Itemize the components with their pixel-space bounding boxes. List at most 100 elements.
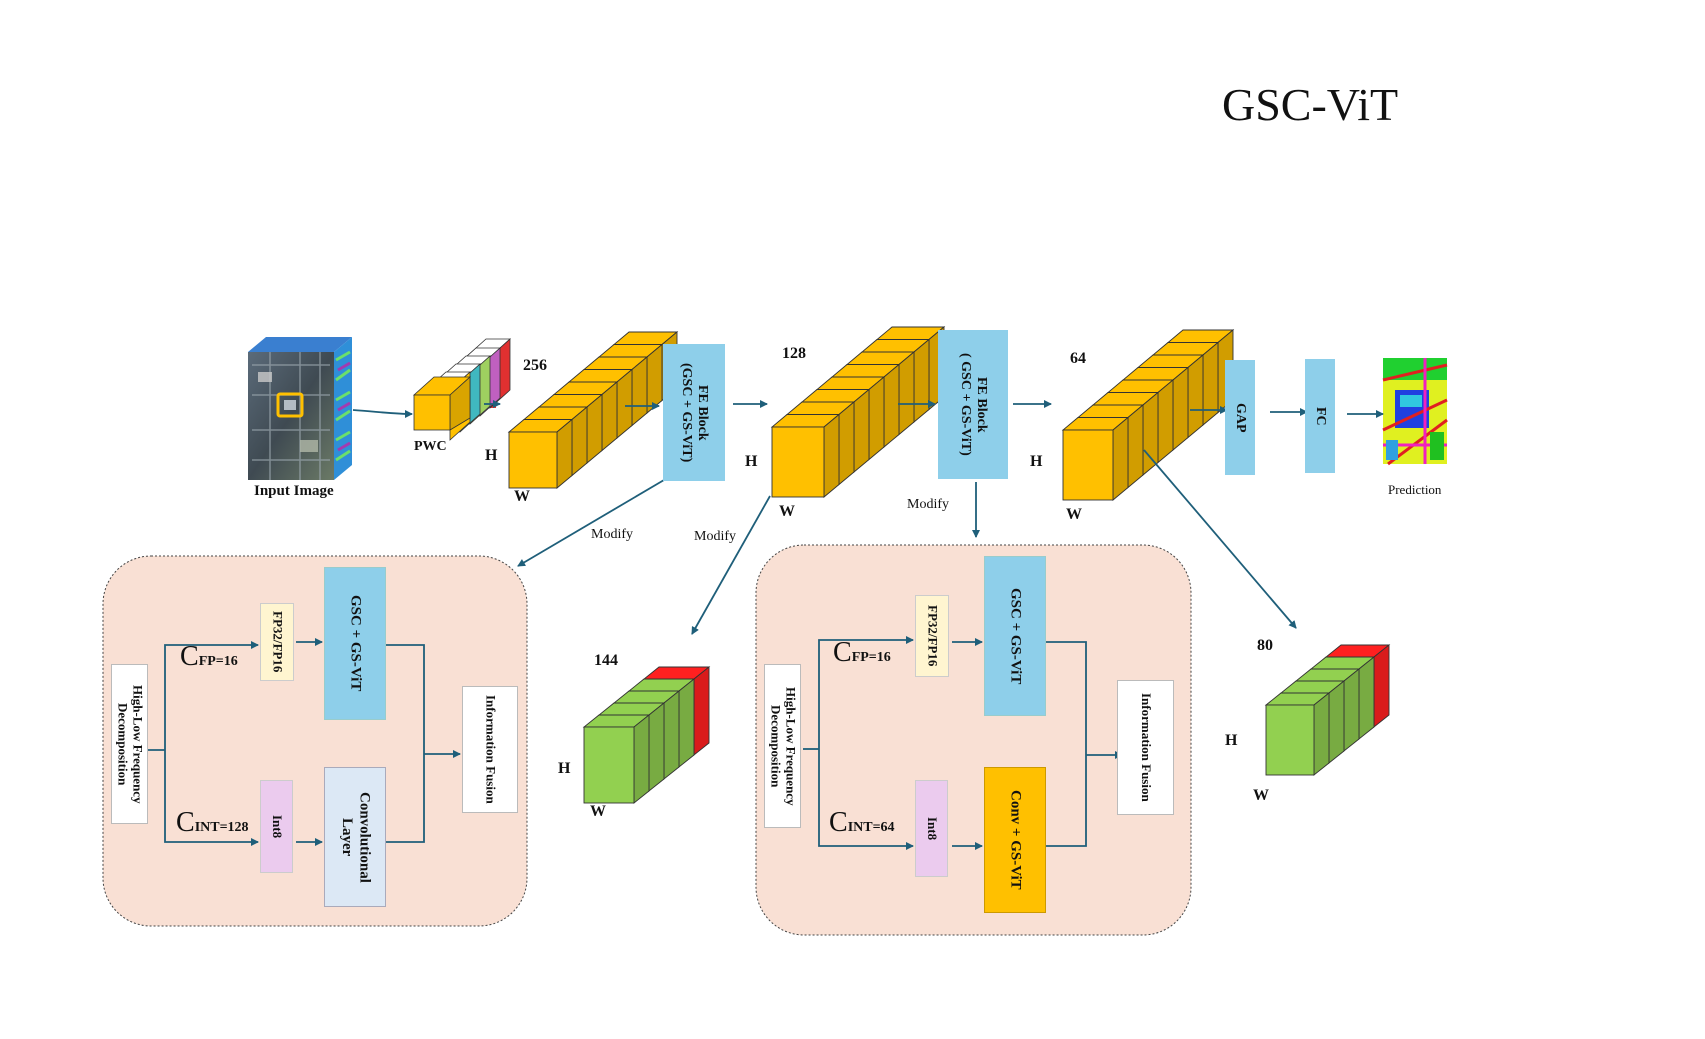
module-2-int-precision: Int8 <box>915 780 948 877</box>
quant-2-w: W <box>1253 787 1269 804</box>
cube-slice-side <box>1127 404 1144 489</box>
cube-slice-side <box>1313 692 1330 776</box>
cube-front-face <box>583 726 635 804</box>
cube-front-face <box>508 431 558 489</box>
stage-2-h: H <box>745 453 758 470</box>
patch-highlight <box>276 392 304 418</box>
gap-label: GAP <box>1233 402 1249 433</box>
stage-2-w: W <box>779 503 795 520</box>
fe-block-2-text: FE Block ( GSC + GS-ViT) <box>958 353 990 456</box>
module-1-upper-op: GSC + GS-ViT <box>324 567 386 720</box>
main-flow-arrows <box>352 400 1384 418</box>
module-2-fusion: Information Fusion <box>1117 680 1174 815</box>
stage-1-channels: 256 <box>523 357 547 374</box>
stage-1-h: H <box>485 447 498 464</box>
module-1-panel <box>102 555 528 927</box>
module-1-decomposition: High-Low Frequency Decomposition <box>111 664 148 824</box>
module-1-upper-op-text: GSC + GS-ViT <box>347 595 364 692</box>
module-2-decomposition-text: High-Low Frequency Decomposition <box>768 686 799 806</box>
input-image-label: Input Image <box>254 483 334 499</box>
module-1-decomposition-text: High-Low Frequency Decomposition <box>115 684 146 804</box>
cube-slice-side <box>1343 668 1360 752</box>
cube-slice-side <box>853 388 870 473</box>
quant-2-h: H <box>1225 732 1238 749</box>
gap-block: GAP <box>1225 360 1255 475</box>
module-1-int-precision: Int8 <box>260 780 293 873</box>
cube-slice-side <box>556 418 573 489</box>
cube-slice-side <box>633 714 650 804</box>
fe-block-1-text: FE Block (GSC + GS-ViT) <box>679 362 711 463</box>
module-1-connectors <box>148 638 461 846</box>
cube-slice-side <box>868 376 885 461</box>
modify-arrows <box>517 449 1297 635</box>
quant-1-channels: 144 <box>594 652 618 669</box>
module-1-cint: CINT=128 <box>176 807 249 838</box>
cube-slice-side <box>693 666 710 756</box>
prediction-map <box>1382 358 1448 466</box>
stage-1-w: W <box>514 488 530 505</box>
fe-block-1: FE Block (GSC + GS-ViT) <box>663 344 725 481</box>
module-1-cfp: CFP=16 <box>180 641 238 672</box>
fe-block-2: FE Block ( GSC + GS-ViT) <box>938 330 1008 479</box>
module-1-lower-op-text: Convolutional Layer <box>339 791 373 883</box>
diagram-title: GSC-ViT <box>1222 79 1399 130</box>
fc-block: FC <box>1305 359 1335 473</box>
input-image-cube <box>248 337 352 480</box>
quant-2-channels: 80 <box>1257 637 1273 654</box>
prediction-label: Prediction <box>1388 482 1442 497</box>
cube-slice-side <box>1202 341 1219 426</box>
stage-3-w: W <box>1066 506 1082 523</box>
module-1-fusion: Information Fusion <box>462 686 518 813</box>
cube-slice-side <box>883 363 900 448</box>
module-2-lower-op-text: Conv + GS-ViT <box>1007 790 1024 890</box>
modify-label-2: Modify <box>694 529 736 544</box>
feature-map-128 <box>770 326 946 498</box>
cube-slice-side <box>1172 366 1189 451</box>
cube-slice-side <box>571 406 588 477</box>
module-2-cint: CINT=64 <box>829 807 895 838</box>
module-1-lower-op: Convolutional Layer <box>324 767 386 907</box>
cube-slice-side <box>1373 644 1390 728</box>
cube-slice-side <box>1187 354 1204 439</box>
stage-3-channels: 64 <box>1070 350 1086 367</box>
module-1-fusion-text: Information Fusion <box>483 695 499 804</box>
feature-map-256 <box>507 331 679 489</box>
cube-slice-side <box>823 413 840 498</box>
module-2-connectors <box>803 636 1123 850</box>
cube-slice-side <box>838 401 855 486</box>
pwc-band-stack <box>412 338 512 441</box>
module-2-upper-op-text: GSC + GS-ViT <box>1007 587 1024 685</box>
module-2-fusion-text: Information Fusion <box>1138 693 1154 802</box>
cube-front-face <box>1265 704 1315 776</box>
cube-slice-side <box>1157 379 1174 464</box>
cube-slice-side <box>646 343 663 414</box>
module-2-lower-op: Conv + GS-ViT <box>984 767 1046 913</box>
module-2-fp-precision: FP32/FP16 <box>915 595 949 677</box>
feature-map-64 <box>1061 329 1235 501</box>
cube-slice-side <box>648 702 665 792</box>
quant-1-w: W <box>590 803 606 820</box>
module-1-int-precision-text: Int8 <box>269 814 285 839</box>
cube-slice-side <box>631 356 648 427</box>
cube-front-face <box>771 426 825 498</box>
fc-label: FC <box>1313 406 1329 426</box>
module-1-fp-precision-text: FP32/FP16 <box>270 611 286 673</box>
cube-slice-side <box>898 351 915 436</box>
quantized-map-144 <box>582 666 711 804</box>
cube-slice-side <box>678 678 695 768</box>
cube-slice-side <box>616 368 633 439</box>
cube-slice-side <box>913 338 930 423</box>
modify-label-3: Modify <box>907 497 949 512</box>
stage-2-channels: 128 <box>782 345 806 362</box>
module-1-fp-precision: FP32/FP16 <box>260 603 294 681</box>
module-2-int-precision-text: Int8 <box>924 816 940 841</box>
cube-slice-side <box>1358 656 1375 740</box>
cube-slice-side <box>663 690 680 780</box>
cube-slice-side <box>1328 680 1345 764</box>
stage-3-h: H <box>1030 453 1043 470</box>
cube-slice-side <box>1112 416 1129 501</box>
cube-front-face <box>1062 429 1114 501</box>
module-2-decomposition: High-Low Frequency Decomposition <box>764 664 801 828</box>
quantized-map-80 <box>1264 644 1391 776</box>
